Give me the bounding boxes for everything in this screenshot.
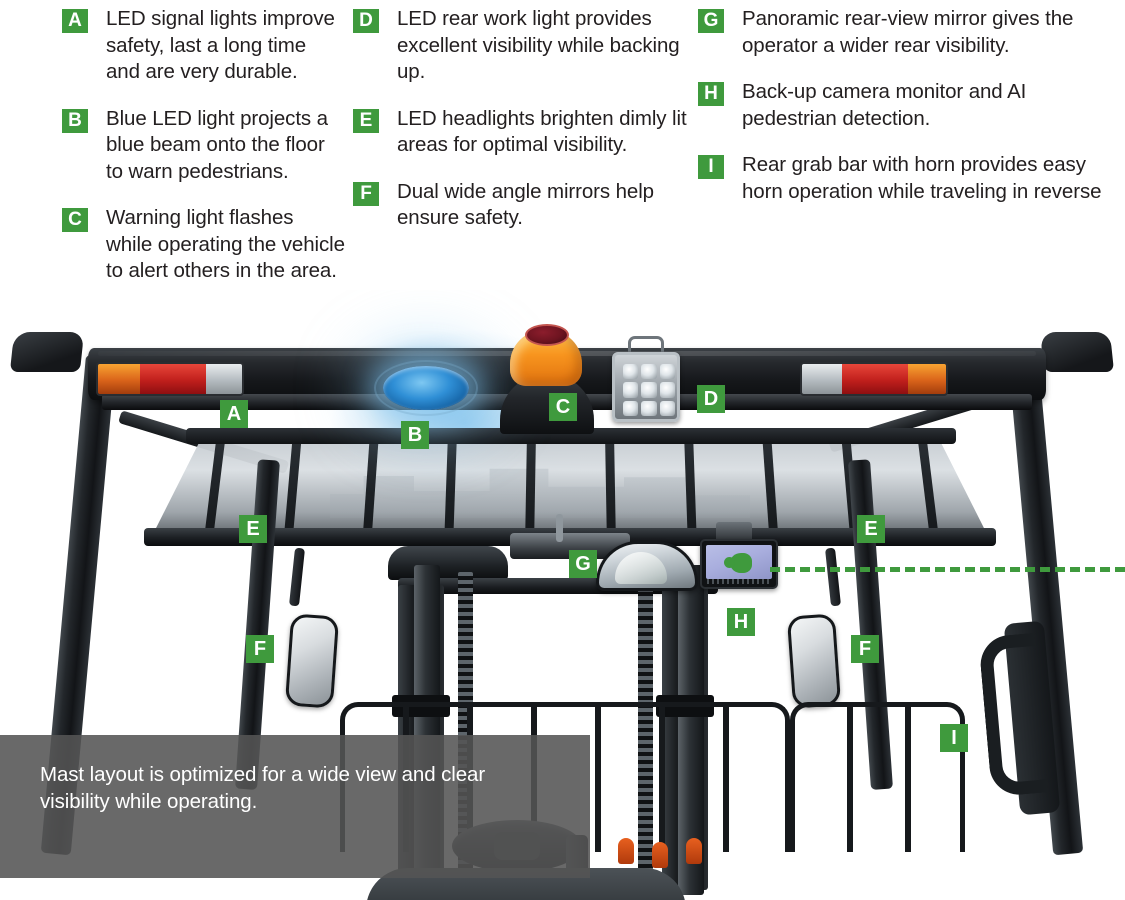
pedestrian-detection-icon xyxy=(724,553,752,573)
work-light-led-grid xyxy=(623,364,675,416)
photo-marker-e-left: E xyxy=(239,515,267,543)
hydraulic-lever xyxy=(652,842,668,868)
legend-item-c: C Warning light flashes while operating … xyxy=(62,205,345,285)
legend-badge-i: I xyxy=(698,155,724,179)
legend-item-h: H Back-up camera monitor and AI pedestri… xyxy=(698,79,1125,132)
photo-marker-e-right: E xyxy=(857,515,885,543)
lift-chain-right xyxy=(638,572,653,900)
legend-text-c: Warning light flashes while operating th… xyxy=(106,206,345,282)
monitor-screen xyxy=(706,545,772,579)
legend-column-1: A LED signal lights improve safety, last… xyxy=(0,6,345,290)
legend-item-g: G Panoramic rear-view mirror gives the o… xyxy=(698,6,1125,59)
legend-badge-e: E xyxy=(353,108,379,133)
panoramic-mirror-stalk xyxy=(556,514,563,542)
mirror-arm-right xyxy=(824,547,842,607)
photo-marker-i: I xyxy=(940,724,968,752)
work-light-bracket xyxy=(628,336,664,354)
blue-led-bezel xyxy=(374,360,478,416)
legend-badge-g: G xyxy=(698,9,724,33)
legend-text-e: LED headlights brighten dimly lit areas … xyxy=(397,106,687,157)
photo-marker-b: B xyxy=(401,421,429,449)
legend-badge-c: C xyxy=(62,208,88,232)
legend-column-2: D LED rear work light provides excellent… xyxy=(345,6,690,290)
canopy-rib xyxy=(525,440,536,540)
legend-item-f: F Dual wide angle mirrors help ensure sa… xyxy=(353,179,690,232)
wide-angle-mirror-left xyxy=(284,613,340,709)
panoramic-mirror-glass xyxy=(615,552,667,584)
monitor-bezel-vents xyxy=(707,579,771,584)
photo-marker-f-left: F xyxy=(246,635,274,663)
legend-item-b: B Blue LED light projects a blue beam on… xyxy=(62,106,345,186)
legend-column-3: G Panoramic rear-view mirror gives the o… xyxy=(690,6,1125,290)
canopy-rear-edge xyxy=(186,428,956,444)
led-rear-work-light xyxy=(612,336,680,422)
guard-corner-cap-right xyxy=(1039,332,1115,372)
legend-text-h: Back-up camera monitor and AI pedestrian… xyxy=(742,80,1027,130)
legend-text-a: LED signal lights improve safety, last a… xyxy=(106,7,335,83)
feature-legend: A LED signal lights improve safety, last… xyxy=(0,0,1125,290)
mirror-arm-left xyxy=(288,547,306,607)
beacon-top-cap xyxy=(525,324,569,346)
canopy-rib xyxy=(605,440,616,540)
wide-angle-mirror-right xyxy=(786,613,842,709)
led-signal-light-left xyxy=(96,362,244,396)
legend-text-f: Dual wide angle mirrors help ensure safe… xyxy=(397,179,654,230)
legend-item-d: D LED rear work light provides excellent… xyxy=(353,6,690,86)
legend-badge-h: H xyxy=(698,82,724,106)
legend-badge-d: D xyxy=(353,9,379,33)
legend-badge-a: A xyxy=(62,9,88,33)
legend-badge-b: B xyxy=(62,108,88,133)
sight-line-indicator xyxy=(770,567,1125,572)
photo-marker-f-right: F xyxy=(851,635,879,663)
legend-text-d: LED rear work light provides excellent v… xyxy=(397,7,680,83)
hydraulic-lever xyxy=(618,838,634,864)
legend-text-g: Panoramic rear-view mirror gives the ope… xyxy=(742,7,1074,57)
legend-item-e: E LED headlights brighten dimly lit area… xyxy=(353,106,690,159)
load-backrest-right xyxy=(790,702,965,852)
guard-corner-cap-left xyxy=(9,332,85,372)
panoramic-rear-view-mirror xyxy=(596,541,698,591)
legend-item-i: I Rear grab bar with horn provides easy … xyxy=(698,152,1125,205)
mast-hood-plate xyxy=(388,546,508,580)
legend-text-i: Rear grab bar with horn provides easy ho… xyxy=(742,153,1102,203)
blue-led-pedestrian-light xyxy=(374,360,478,416)
photo-marker-a: A xyxy=(220,400,248,428)
backup-camera-monitor xyxy=(700,539,778,589)
photo-marker-h: H xyxy=(727,608,755,636)
monitor-bracket xyxy=(716,522,752,542)
photo-marker-g: G xyxy=(569,550,597,578)
legend-badge-f: F xyxy=(353,181,379,206)
caption-text: Mast layout is optimized for a wide view… xyxy=(40,763,486,813)
legend-item-a: A LED signal lights improve safety, last… xyxy=(62,6,345,86)
photo-marker-d: D xyxy=(697,385,725,413)
caption-overlay: Mast layout is optimized for a wide view… xyxy=(0,735,590,878)
hydraulic-lever xyxy=(686,838,702,864)
led-signal-light-right xyxy=(800,362,948,396)
amber-warning-beacon xyxy=(508,324,584,392)
photo-marker-c: C xyxy=(549,393,577,421)
legend-text-b: Blue LED light projects a blue beam onto… xyxy=(106,106,328,183)
work-light-body xyxy=(612,352,680,422)
